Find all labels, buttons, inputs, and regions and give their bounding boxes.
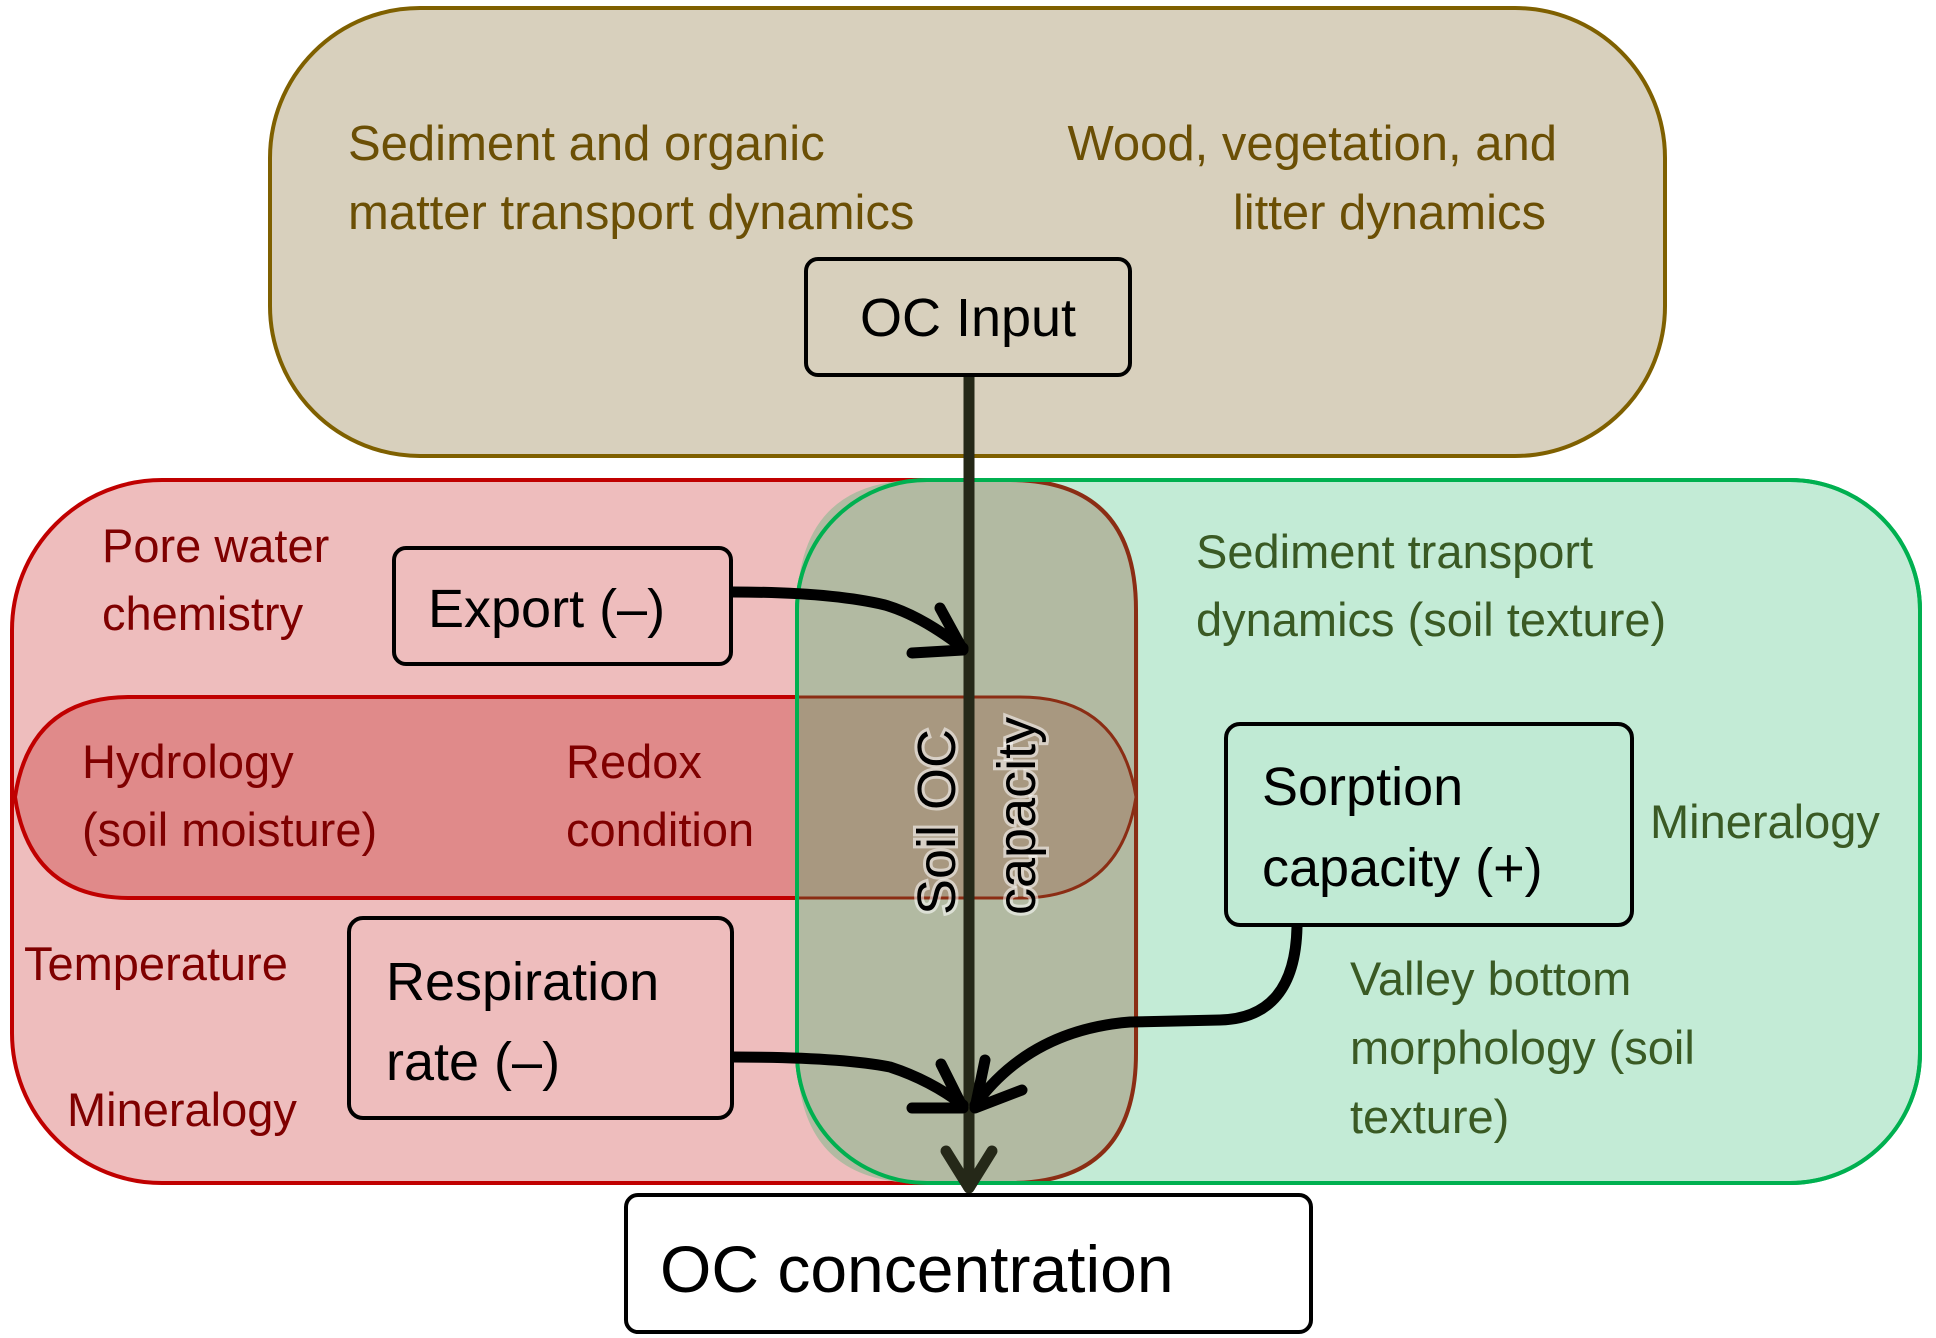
redox-label-line2: condition bbox=[566, 803, 754, 856]
capacity-pill-outline-right bbox=[920, 478, 1138, 1185]
retention-zone-outline bbox=[795, 478, 1922, 1185]
mineralogy-loss-label: Mineralogy bbox=[67, 1083, 297, 1136]
respiration-arrowhead bbox=[906, 1058, 969, 1114]
respiration-box bbox=[347, 916, 734, 1120]
valley-bottom-label-line2: morphology (soil bbox=[1350, 1021, 1695, 1074]
main-flow-arrowhead bbox=[940, 1145, 998, 1194]
sediment-transport-label-line2: dynamics (soil texture) bbox=[1196, 593, 1666, 646]
input-right-label-line1: Wood, vegetation, and bbox=[1068, 117, 1557, 171]
respiration-node[interactable]: Respiration rate (–) bbox=[347, 916, 734, 1120]
respiration-arrow bbox=[727, 1051, 969, 1111]
export-arrow bbox=[727, 586, 969, 654]
sorption-text-line2: capacity (+) bbox=[1262, 838, 1543, 898]
sorption-box bbox=[1224, 722, 1634, 927]
sorption-arrowhead bbox=[969, 1054, 1028, 1114]
valley-bottom-label-line3: texture) bbox=[1350, 1090, 1509, 1143]
soil-oc-capacity-line1: Soil OC bbox=[907, 729, 967, 915]
input-left-label-line1: Sediment and organic bbox=[348, 117, 825, 171]
pore-water-label-line1: Pore water bbox=[102, 519, 329, 572]
sorption-text-line1: Sorption bbox=[1262, 757, 1463, 817]
mineralogy-retention-label: Mineralogy bbox=[1650, 795, 1880, 848]
soil-oc-capacity-label-2: capacity bbox=[984, 714, 1050, 918]
temperature-label: Temperature bbox=[24, 937, 288, 990]
oc-concentration-box bbox=[624, 1193, 1313, 1334]
hydrology-label-line1: Hydrology bbox=[82, 735, 294, 788]
export-box bbox=[392, 546, 733, 666]
sediment-transport-label-line1: Sediment transport bbox=[1196, 525, 1593, 578]
oc-input-node[interactable]: OC Input bbox=[804, 257, 1132, 377]
respiration-text-line1: Respiration bbox=[386, 952, 659, 1012]
hydrology-label-line2: (soil moisture) bbox=[82, 803, 377, 856]
export-node[interactable]: Export (–) bbox=[392, 546, 733, 666]
soil-oc-capacity-line2: capacity bbox=[987, 717, 1047, 915]
export-arrowhead bbox=[906, 602, 969, 659]
soil-oc-capacity-label: Soil OC bbox=[904, 726, 970, 918]
oc-input-text: OC Input bbox=[860, 288, 1076, 348]
oc-concentration-node[interactable]: OC concentration bbox=[624, 1193, 1313, 1334]
oc-concentration-text: OC concentration bbox=[660, 1232, 1174, 1306]
sorption-arrow bbox=[969, 921, 1303, 1111]
respiration-text-line2: rate (–) bbox=[386, 1032, 560, 1092]
oc-input-box bbox=[804, 257, 1132, 377]
input-left-label-line2: matter transport dynamics bbox=[348, 186, 914, 240]
pore-water-label-line2: chemistry bbox=[102, 587, 304, 640]
sorption-node[interactable]: Sorption capacity (+) bbox=[1224, 722, 1634, 927]
export-text: Export (–) bbox=[428, 579, 665, 639]
valley-bottom-label-line1: Valley bottom bbox=[1350, 952, 1631, 1005]
redox-label-line1: Redox bbox=[566, 735, 702, 788]
input-right-label-line2: litter dynamics bbox=[1233, 186, 1546, 240]
